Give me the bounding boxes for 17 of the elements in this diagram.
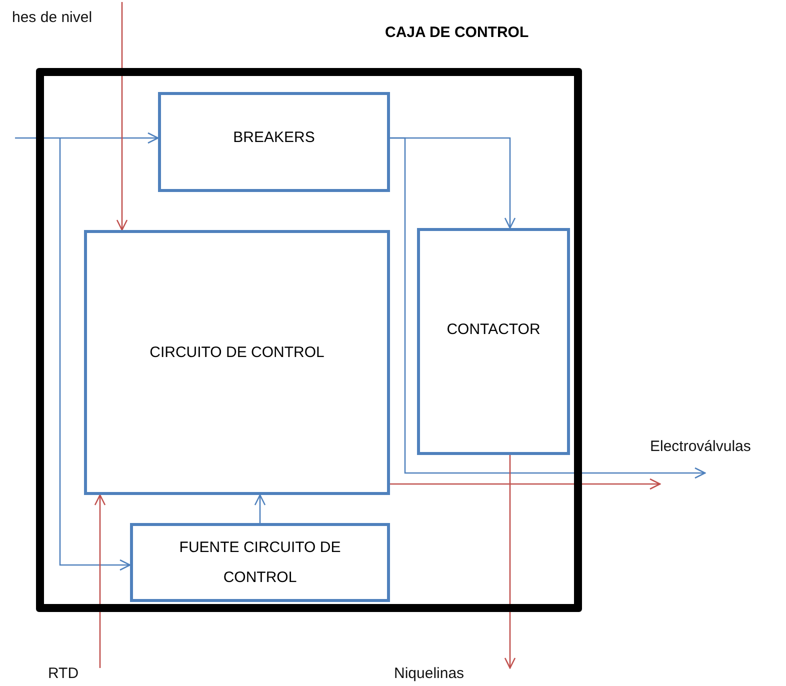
connector-arrow — [504, 455, 516, 669]
process-box: FUENTE CIRCUITO DE CONTROL — [130, 523, 390, 602]
terminal-label: hes de nivel — [12, 6, 122, 30]
connector-arrow — [390, 137, 706, 479]
process-box: CIRCUITO DE CONTROL — [84, 230, 390, 495]
process-box: BREAKERS — [158, 92, 390, 192]
connector-arrow — [59, 138, 131, 571]
box-title: CAJA DE CONTROL — [385, 23, 529, 43]
connector-arrow — [254, 494, 266, 523]
terminal-label: Niquelinas — [394, 662, 494, 686]
process-box: CONTACTOR — [417, 228, 570, 455]
connector-arrow — [15, 132, 159, 144]
terminal-label: RTD — [48, 662, 92, 686]
terminal-label: Electroválvulas — [650, 435, 784, 459]
connector-arrow — [390, 478, 661, 490]
connector-arrow — [94, 494, 106, 668]
connector-arrow — [116, 2, 128, 231]
